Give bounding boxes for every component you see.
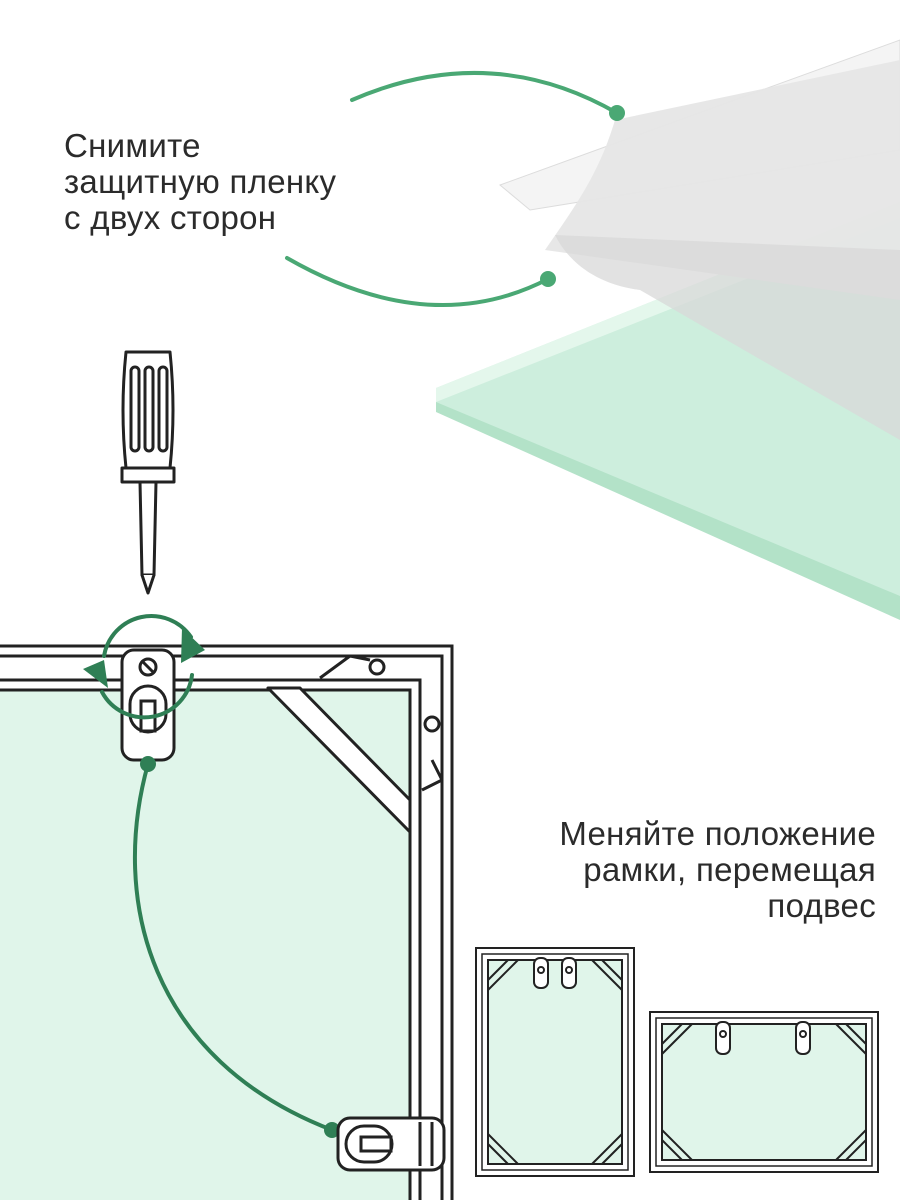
instruction-line: Снимите (64, 127, 201, 164)
frame-landscape-thumb (649, 1011, 879, 1173)
peel-film-instruction: Снимите защитную пленку с двух сторон (64, 128, 336, 236)
instruction-line: защитную пленку (64, 163, 337, 200)
hanger-icon (120, 648, 176, 762)
screwdriver-icon (120, 350, 176, 595)
instruction-line: рамки, перемещая (583, 851, 876, 888)
frame-portrait-thumb (475, 947, 635, 1177)
peel-pointer-upper (350, 70, 625, 121)
frame-corner (0, 644, 454, 1200)
hanger-move-arc (132, 756, 340, 1138)
instruction-line: с двух сторон (64, 199, 277, 236)
corner-bracket (266, 654, 444, 834)
hanger-side-icon (336, 1116, 446, 1172)
reposition-frame-instruction: Меняйте положение рамки, перемещая подве… (559, 816, 876, 924)
peel-pointer-lower (285, 256, 556, 307)
protective-film (499, 39, 900, 440)
instruction-line: Меняйте положение (559, 815, 876, 852)
instruction-line: подвес (767, 887, 876, 924)
rotate-arrows-icon (83, 614, 205, 720)
